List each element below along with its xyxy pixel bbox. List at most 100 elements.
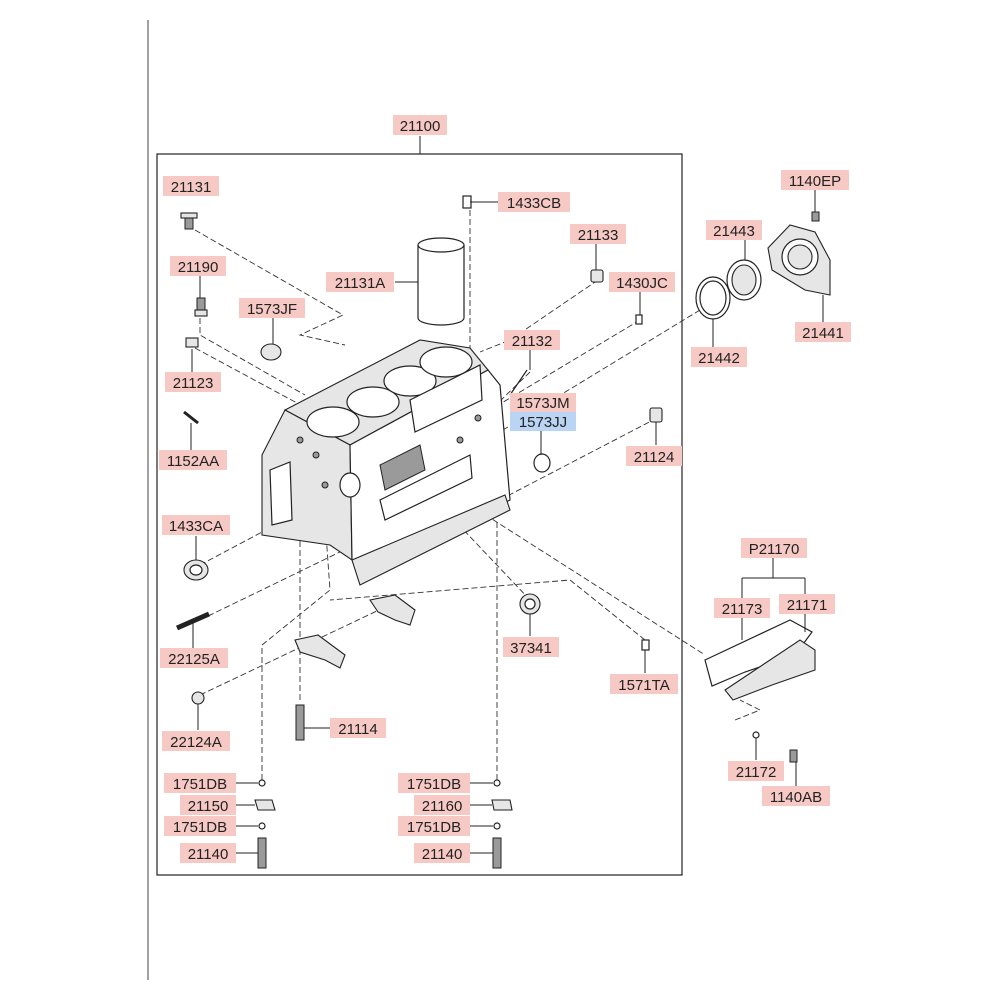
cylinder-bore-2 [346, 386, 400, 418]
plug-21123 [185, 337, 199, 348]
pipe-21132 [509, 369, 528, 396]
svg-text:21172: 21172 [736, 764, 777, 781]
label-1152AA[interactable]: 1152AA [159, 450, 227, 470]
svg-text:21124: 21124 [634, 449, 675, 466]
svg-text:21171: 21171 [787, 597, 828, 614]
bush-21124 [649, 407, 663, 423]
part-labels: 21100 21131 1433CB 21133 21131A 21190 15… [159, 115, 851, 863]
cylinder-bore-1 [306, 406, 360, 438]
label-21442[interactable]: 21442 [691, 347, 747, 367]
svg-text:21140: 21140 [188, 846, 229, 863]
label-leaders [190, 190, 824, 854]
label-1433CA[interactable]: 1433CA [162, 515, 230, 535]
label-1751DB-c[interactable]: 1751DB [398, 773, 470, 793]
svg-text:1751DB: 1751DB [407, 776, 461, 793]
label-21172[interactable]: 21172 [728, 761, 784, 781]
svg-text:1573JF: 1573JF [247, 301, 297, 318]
svg-text:1430JC: 1430JC [616, 275, 668, 292]
svg-text:1571TA: 1571TA [618, 677, 669, 694]
cylinder-block [261, 339, 511, 586]
cylinder-liner-21131A [417, 237, 465, 326]
plug-22124A [191, 691, 205, 705]
bearing-cap-21114 [294, 634, 346, 741]
pin-1152AA [183, 410, 199, 425]
label-1140AB[interactable]: 1140AB [762, 786, 830, 806]
label-1751DB-b[interactable]: 1751DB [164, 816, 236, 836]
svg-text:21100: 21100 [400, 118, 441, 135]
label-1140EP[interactable]: 1140EP [781, 170, 849, 190]
label-1430JC[interactable]: 1430JC [609, 272, 675, 292]
svg-text:21140: 21140 [422, 846, 463, 863]
label-21441[interactable]: 21441 [795, 322, 851, 342]
svg-text:1751DB: 1751DB [173, 819, 227, 836]
svg-text:P21170: P21170 [749, 541, 800, 558]
label-P21170[interactable]: P21170 [741, 538, 807, 558]
plug-21133 [590, 269, 604, 283]
cylinder-bore-3 [383, 365, 437, 397]
svg-text:21443: 21443 [713, 223, 755, 240]
seal-1433CA [183, 559, 209, 581]
label-22124A[interactable]: 22124A [162, 731, 230, 751]
svg-text:1751DB: 1751DB [173, 776, 227, 793]
svg-text:21150: 21150 [188, 798, 229, 815]
svg-text:21133: 21133 [578, 227, 619, 244]
svg-text:37341: 37341 [510, 640, 552, 657]
label-1573JM[interactable]: 1573JM [510, 393, 576, 412]
label-21443[interactable]: 21443 [706, 220, 762, 240]
label-21100[interactable]: 21100 [393, 115, 447, 135]
label-37341[interactable]: 37341 [503, 637, 559, 657]
svg-text:1140AB: 1140AB [770, 789, 822, 806]
label-1571TA[interactable]: 1571TA [610, 674, 678, 694]
svg-text:21114: 21114 [338, 721, 378, 738]
sensor-21190 [194, 297, 208, 317]
cap-1573JJ [533, 453, 551, 473]
label-21173[interactable]: 21173 [714, 598, 770, 618]
rear-oil-seal-case-21441 [767, 211, 831, 296]
label-1433CB[interactable]: 1433CB [498, 192, 570, 212]
svg-text:22125A: 22125A [168, 651, 220, 668]
cylinder-bore-4 [419, 346, 473, 378]
svg-text:21131A: 21131A [335, 275, 386, 292]
label-21132[interactable]: 21132 [504, 330, 560, 350]
dowel-1430JC [635, 314, 643, 325]
label-21140-a[interactable]: 21140 [180, 843, 236, 863]
svg-text:21190: 21190 [178, 259, 219, 276]
cap-1573JF [260, 343, 282, 361]
svg-text:1140EP: 1140EP [789, 173, 841, 190]
label-21124[interactable]: 21124 [626, 446, 682, 466]
label-21190[interactable]: 21190 [170, 256, 226, 276]
label-21114[interactable]: 21114 [330, 718, 386, 738]
svg-text:21132: 21132 [512, 333, 553, 350]
seal-37341 [519, 593, 541, 615]
gasket-21442 [695, 276, 731, 320]
label-22125A[interactable]: 22125A [160, 648, 228, 668]
label-21160[interactable]: 21160 [414, 795, 470, 815]
label-21140-b[interactable]: 21140 [414, 843, 470, 863]
left-fastener-stack [254, 779, 276, 869]
svg-text:1433CA: 1433CA [169, 518, 223, 535]
pin-1571TA [641, 639, 650, 651]
svg-text:1573JM: 1573JM [516, 395, 569, 412]
svg-text:21160: 21160 [422, 798, 463, 815]
pin-1433CB [462, 195, 472, 209]
label-1573JJ[interactable]: 1573JJ [510, 412, 576, 431]
plug-21131 [180, 212, 198, 230]
right-fastener-stack [491, 779, 513, 869]
fasteners-21172-1140AB [752, 731, 798, 763]
stud-22125A [175, 611, 211, 631]
label-21171[interactable]: 21171 [779, 594, 835, 614]
label-21131A[interactable]: 21131A [326, 272, 394, 292]
svg-text:21173: 21173 [722, 601, 763, 618]
label-21150[interactable]: 21150 [180, 795, 236, 815]
cover-21171 [724, 639, 816, 701]
label-21133[interactable]: 21133 [570, 224, 626, 244]
bearing-cap-upper [369, 594, 416, 626]
svg-text:1152AA: 1152AA [167, 453, 219, 470]
label-1751DB-d[interactable]: 1751DB [398, 816, 470, 836]
label-21131[interactable]: 21131 [163, 176, 219, 196]
label-21123[interactable]: 21123 [165, 372, 221, 392]
label-1573JF[interactable]: 1573JF [239, 298, 305, 318]
svg-text:21131: 21131 [171, 179, 212, 196]
label-1751DB-a[interactable]: 1751DB [164, 773, 236, 793]
